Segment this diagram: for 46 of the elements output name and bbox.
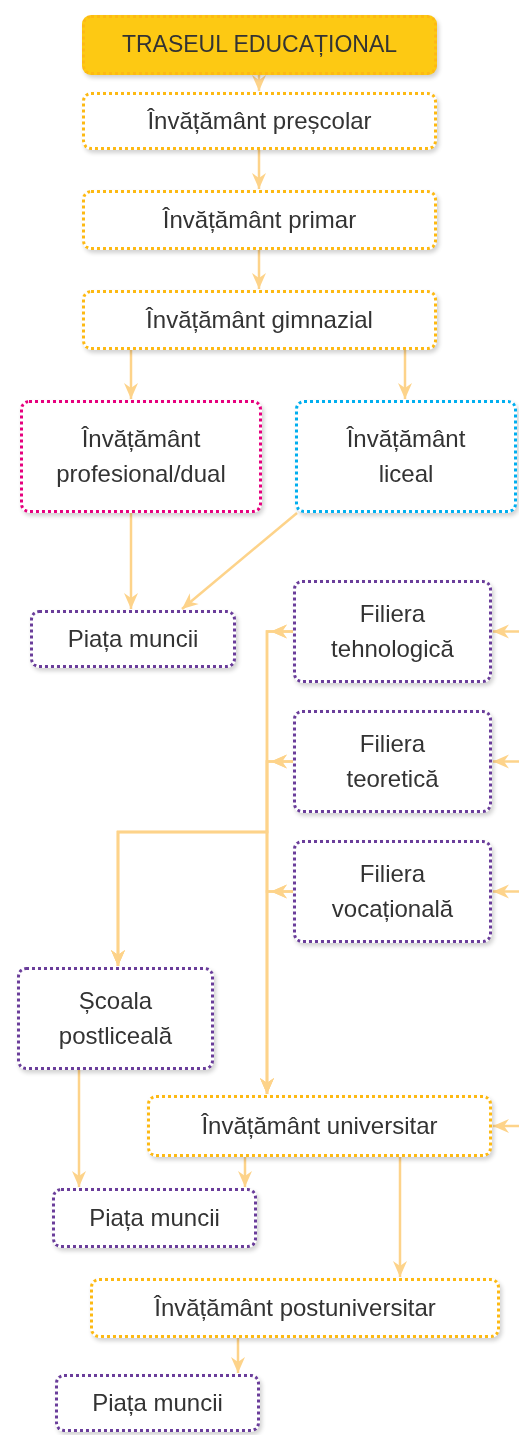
stage-box <box>293 710 492 813</box>
arrow <box>124 350 138 399</box>
stage-box <box>82 290 437 350</box>
stage-box <box>295 400 517 513</box>
box-label: Învățământ primar <box>162 204 357 235</box>
box-label: Piața muncii <box>67 623 199 654</box>
arrow <box>252 250 266 289</box>
box-label: Învățământ universitar <box>201 1110 438 1141</box>
stage-box <box>90 1278 500 1338</box>
arrow <box>231 1338 245 1373</box>
arrow <box>393 1157 407 1277</box>
arrow <box>493 884 519 899</box>
box-label: Școala postliceală <box>57 985 174 1051</box>
arrow <box>493 624 519 639</box>
stage-box <box>147 1095 492 1157</box>
box-label: Învățământ liceal <box>345 423 467 489</box>
arrow <box>252 150 266 189</box>
title-box <box>82 15 437 75</box>
box-label: Învățământ profesional/dual <box>55 423 227 489</box>
arrow <box>398 350 412 399</box>
stage-box <box>20 400 262 513</box>
box-label: Învățământ preșcolar <box>147 105 372 136</box>
box-label: Filiera vocațională <box>330 858 455 924</box>
arrow <box>238 1157 252 1187</box>
box-label: Învățământ postuniversitar <box>154 1292 436 1323</box>
stage-box <box>52 1188 257 1248</box>
arrow <box>252 75 266 91</box>
arrow <box>72 1070 86 1187</box>
stage-box <box>293 840 492 943</box>
arrow <box>124 513 138 609</box>
stage-box <box>82 190 437 250</box>
arrow <box>260 884 293 1094</box>
box-label: Piața muncii <box>92 1387 223 1418</box>
stage-box <box>30 610 236 668</box>
box-label: Filiera tehnologică <box>330 598 455 664</box>
arrow <box>181 512 298 610</box>
box-label: Piața muncii <box>89 1202 220 1233</box>
stage-box <box>82 92 437 150</box>
stage-box <box>17 967 214 1070</box>
arrow <box>493 754 519 769</box>
stage-box <box>293 580 492 683</box>
arrow <box>493 1119 519 1133</box>
box-label: Filiera teoretică <box>345 728 440 794</box>
box-label: TRASEUL EDUCAȚIONAL <box>121 30 398 60</box>
stage-box <box>55 1374 260 1432</box>
box-label: Învățământ gimnazial <box>146 304 373 335</box>
